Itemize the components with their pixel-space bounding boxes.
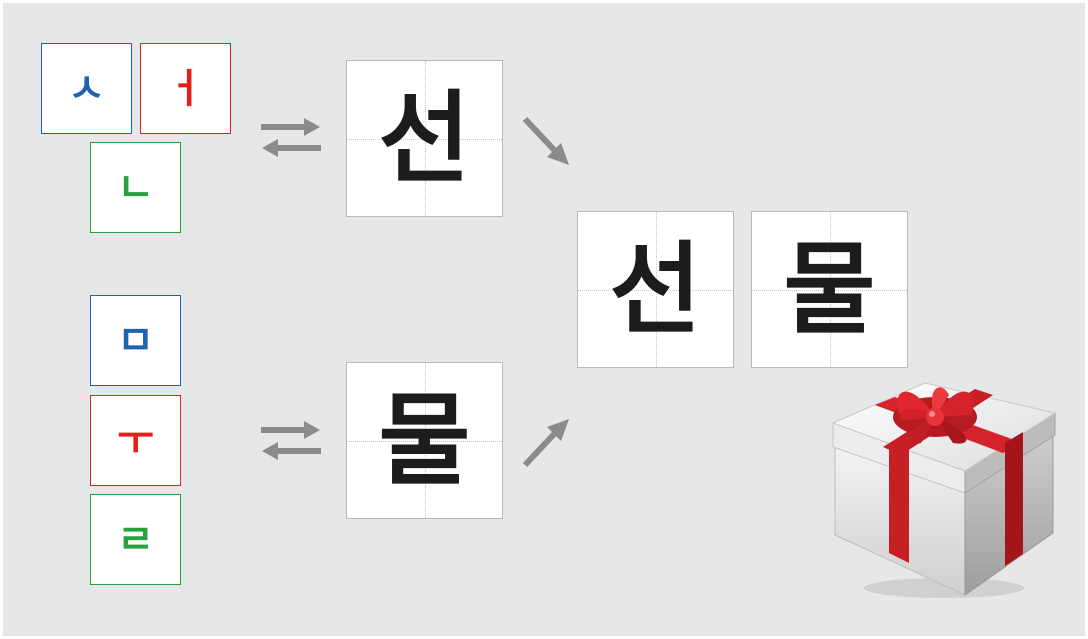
diagram-canvas: ㅅ ㅓ ㄴ ㅁ ㅜ ㄹ 선 물 선 물 xyxy=(3,3,1085,636)
jamo-u-tile: ㅜ xyxy=(90,395,181,486)
result-syllable-seon: 선 xyxy=(609,230,702,348)
jamo-nieun: ㄴ xyxy=(117,164,154,211)
jamo-mieum-tile: ㅁ xyxy=(90,295,181,386)
syllable-mul: 물 xyxy=(378,381,471,499)
exchange-arrows-icon-bottom xyxy=(261,421,321,460)
result-syllable-seon-box: 선 xyxy=(577,211,734,368)
result-syllable-mul: 물 xyxy=(783,230,876,348)
jamo-rieul: ㄹ xyxy=(117,516,154,563)
jamo-rieul-tile: ㄹ xyxy=(90,494,181,585)
jamo-nieun-tile: ㄴ xyxy=(90,142,181,233)
jamo-eo: ㅓ xyxy=(167,65,204,112)
exchange-arrows-icon-top xyxy=(261,118,321,157)
jamo-mieum: ㅁ xyxy=(117,317,154,364)
arrow-up-right-icon xyxy=(522,419,569,468)
syllable-seon-box: 선 xyxy=(346,60,503,217)
syllable-seon: 선 xyxy=(378,79,471,197)
arrow-down-right-icon xyxy=(522,116,569,165)
jamo-siot: ㅅ xyxy=(68,65,105,112)
syllable-mul-box: 물 xyxy=(346,362,503,519)
gift-box-icon xyxy=(831,382,1057,598)
jamo-siot-tile: ㅅ xyxy=(41,43,132,134)
jamo-eo-tile: ㅓ xyxy=(140,43,231,134)
result-syllable-mul-box: 물 xyxy=(751,211,908,368)
jamo-u: ㅜ xyxy=(117,417,154,464)
